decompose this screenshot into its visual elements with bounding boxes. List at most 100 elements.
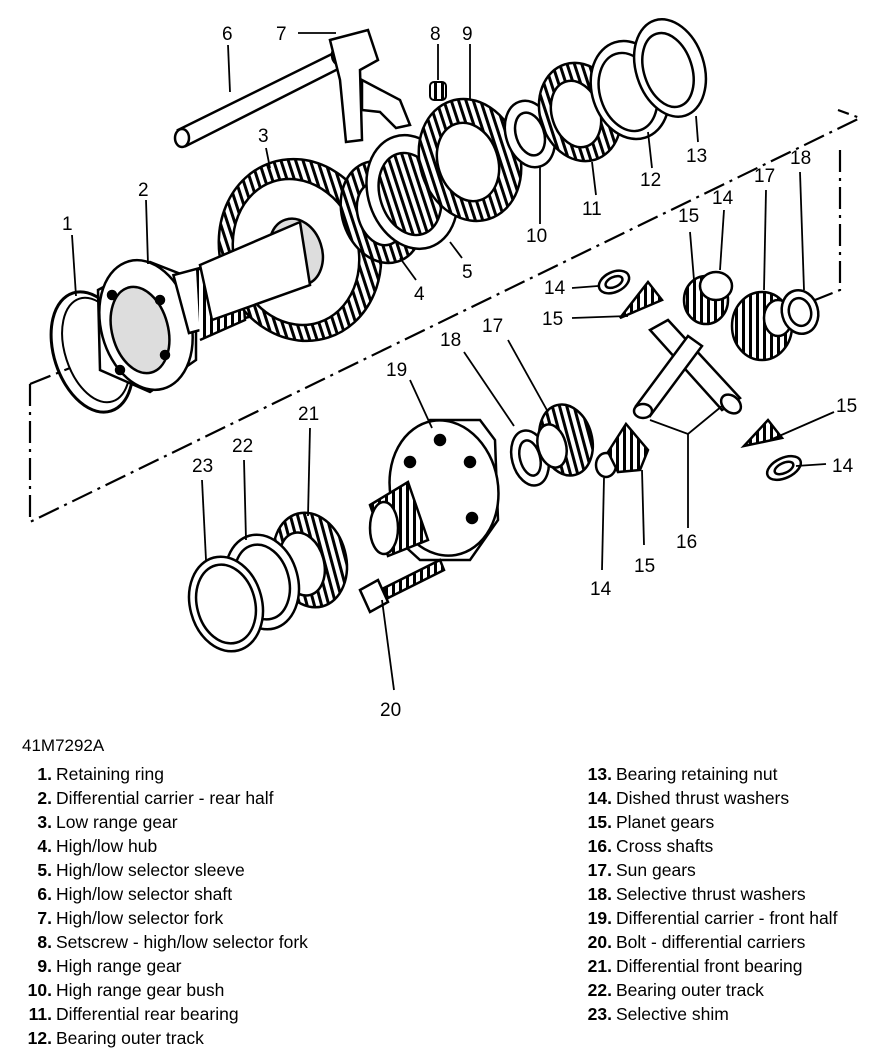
legend-item: 11.Differential rear bearing	[12, 1002, 308, 1026]
legend-text: Bearing retaining nut	[616, 764, 778, 784]
legend-text: Sun gears	[616, 860, 696, 880]
legend-item: 13.Bearing retaining nut	[572, 762, 837, 786]
legend-text: Differential carrier - rear half	[56, 788, 274, 808]
legend-left: 1.Retaining ring 2.Differential carrier …	[12, 762, 308, 1050]
legend-number: 20.	[587, 932, 612, 952]
planet-gear-lower	[606, 421, 650, 474]
callout-17-b: 17	[482, 316, 503, 337]
cross-shafts	[632, 318, 743, 420]
callout-19: 19	[386, 360, 407, 381]
legend-text: High/low selector shaft	[56, 884, 233, 904]
legend-text: Differential rear bearing	[56, 1004, 239, 1024]
legend-number: 17.	[587, 860, 612, 880]
legend-item: 12.Bearing outer track	[12, 1026, 308, 1050]
callouts: 1 2 3 4 5 6 7 8 9 10 11 12 13 14 14 14 1…	[62, 24, 857, 721]
legend-number: 12.	[27, 1028, 52, 1048]
legend-number: 8.	[37, 932, 52, 952]
legend-item: 5.High/low selector sleeve	[12, 858, 308, 882]
legend-text: Selective thrust washers	[616, 884, 806, 904]
legend-text: Differential front bearing	[616, 956, 803, 976]
legend-text: Bearing outer track	[56, 1028, 204, 1048]
setscrew	[429, 81, 447, 101]
differential-carrier-front	[368, 418, 500, 562]
legend-number: 9.	[37, 956, 52, 976]
callout-15-d: 15	[836, 396, 857, 417]
legend-item: 23.Selective shim	[572, 1002, 837, 1026]
legend-text: Bolt - differential carriers	[616, 932, 806, 952]
callout-10: 10	[526, 226, 547, 247]
leader-lines	[71, 32, 835, 691]
legend-item: 9.High range gear	[12, 954, 308, 978]
carrier-bolt	[358, 558, 446, 614]
legend-item: 21.Differential front bearing	[572, 954, 837, 978]
legend-item: 22.Bearing outer track	[572, 978, 837, 1002]
callout-7: 7	[276, 24, 287, 45]
exploded-diagram: 1 2 3 4 5 6 7 8 9 10 11 12 13 14 14 14 1…	[28, 18, 863, 721]
legend-number: 4.	[37, 836, 52, 856]
callout-17-a: 17	[754, 166, 775, 187]
callout-14-c: 14	[590, 579, 612, 600]
legend-text: High/low selector fork	[56, 908, 224, 928]
legend-item: 4.High/low hub	[12, 834, 308, 858]
callout-16: 16	[676, 532, 697, 553]
legend-text: Cross shafts	[616, 836, 714, 856]
legend-number: 14.	[587, 788, 612, 808]
legend-item: 8.Setscrew - high/low selector fork	[12, 930, 308, 954]
sun-gear-lower	[536, 403, 595, 477]
legend-item: 10.High range gear bush	[12, 978, 308, 1002]
legend-text: Low range gear	[56, 812, 178, 832]
legend-item: 6.High/low selector shaft	[12, 882, 308, 906]
callout-14-a: 14	[544, 278, 566, 299]
legend-number: 18.	[587, 884, 612, 904]
legend-number: 13.	[587, 764, 612, 784]
callout-23: 23	[192, 456, 213, 477]
legend-text: High range gear bush	[56, 980, 225, 1000]
callout-15-c: 15	[634, 556, 655, 577]
callout-15-b: 15	[678, 206, 699, 227]
assembly-centerline	[28, 108, 863, 524]
callout-11: 11	[582, 199, 602, 220]
legend-text: High range gear	[56, 956, 182, 976]
legend-item: 2.Differential carrier - rear half	[12, 786, 308, 810]
callout-5: 5	[462, 262, 473, 283]
legend-number: 10.	[27, 980, 52, 1000]
callout-14-d: 14	[832, 456, 854, 477]
callout-1: 1	[62, 214, 73, 235]
callout-2: 2	[138, 180, 149, 201]
legend-item: 14.Dished thrust washers	[572, 786, 837, 810]
callout-14-b: 14	[712, 188, 734, 209]
callout-18-b: 18	[440, 330, 461, 351]
callout-12: 12	[640, 170, 661, 191]
callout-15-a: 15	[542, 309, 563, 330]
legend-item: 16.Cross shafts	[572, 834, 837, 858]
legend-number: 1.	[37, 764, 52, 784]
legend-text: High/low selector sleeve	[56, 860, 245, 880]
callout-20: 20	[380, 700, 401, 721]
planet-gear-right-upper	[682, 270, 734, 326]
legend-number: 21.	[587, 956, 612, 976]
legend-number: 22.	[587, 980, 612, 1000]
legend-number: 23.	[587, 1004, 612, 1024]
legend-text: Planet gears	[616, 812, 715, 832]
legend-item: 19.Differential carrier - front half	[572, 906, 838, 930]
legend-text: Setscrew - high/low selector fork	[56, 932, 308, 952]
planet-gear-upper	[619, 279, 664, 320]
thrust-washer-upper	[597, 269, 631, 295]
callout-3: 3	[258, 126, 269, 147]
legend-text: Bearing outer track	[616, 980, 764, 1000]
thrust-washer-lower-right	[765, 454, 803, 482]
callout-22: 22	[232, 436, 253, 457]
figure-code: 41M7292A	[22, 736, 105, 755]
planet-gear-lower-right	[740, 418, 785, 449]
callout-9: 9	[462, 24, 473, 45]
legend-item: 1.Retaining ring	[12, 762, 308, 786]
legend-number: 16.	[587, 836, 612, 856]
callout-13: 13	[686, 146, 707, 167]
legend-number: 15.	[587, 812, 612, 832]
legend-text: Selective shim	[616, 1004, 729, 1024]
callout-8: 8	[430, 24, 441, 45]
legend-text: Dished thrust washers	[616, 788, 790, 808]
selector-fork	[328, 28, 412, 144]
callout-18-a: 18	[790, 148, 811, 169]
legend-number: 19.	[587, 908, 612, 928]
